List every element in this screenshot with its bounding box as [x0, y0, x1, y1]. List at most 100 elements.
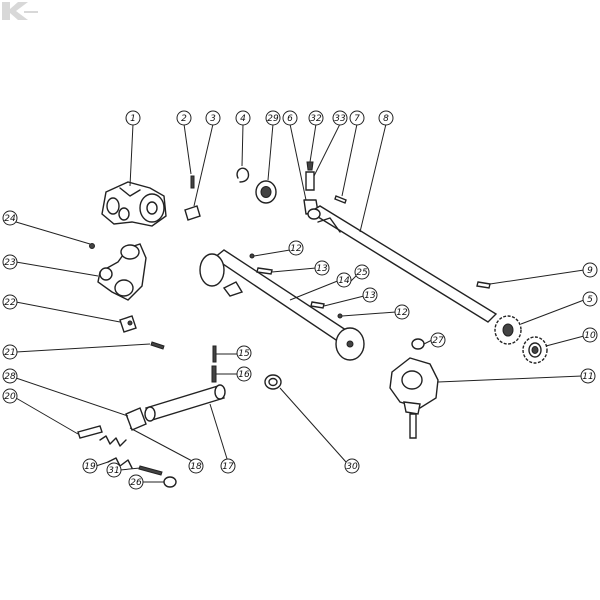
callout-18[interactable]: 18 [188, 458, 204, 474]
svg-text:12: 12 [396, 308, 408, 318]
callout-9[interactable]: 9 [582, 262, 598, 278]
svg-text:13: 13 [364, 291, 376, 301]
svg-text:9: 9 [587, 266, 593, 276]
part-2-pin [190, 175, 195, 189]
part-13-bolt-lower [310, 301, 325, 309]
part-27-cap [411, 338, 425, 350]
svg-text:10: 10 [584, 331, 596, 341]
callout-21[interactable]: 21 [2, 344, 18, 360]
part-9-key [476, 281, 491, 289]
callout-28[interactable]: 28 [2, 368, 18, 384]
callout-33[interactable]: 33 [332, 110, 348, 126]
callout-27[interactable]: 27 [430, 332, 446, 348]
svg-text:19: 19 [84, 462, 96, 472]
part-18-spring [99, 435, 127, 447]
svg-text:7: 7 [354, 114, 360, 124]
svg-text:2: 2 [181, 114, 187, 124]
part-16-spring-pin [211, 365, 217, 383]
callout-13-lower[interactable]: 13 [362, 287, 378, 303]
callout-16[interactable]: 16 [236, 366, 252, 382]
k-brand-logo-icon [2, 2, 38, 20]
part-5-gear [494, 315, 522, 345]
callout-15[interactable]: 15 [236, 345, 252, 361]
svg-text:20: 20 [4, 392, 16, 402]
part-11-gearbox [389, 357, 439, 439]
callout-7[interactable]: 7 [349, 110, 365, 126]
svg-text:13: 13 [316, 264, 328, 274]
part-20-pin [77, 425, 103, 439]
callout-2[interactable]: 2 [176, 110, 192, 126]
callout-3[interactable]: 3 [205, 110, 221, 126]
part-6-32-33-fittings [303, 161, 319, 215]
part-10-gear [522, 336, 548, 364]
callout-24-top[interactable]: 24 [2, 210, 18, 226]
part-31-pin [138, 465, 163, 476]
callout-13-upper[interactable]: 13 [314, 260, 330, 276]
svg-text:3: 3 [210, 114, 216, 124]
svg-text:1: 1 [130, 114, 136, 124]
callout-12-upper[interactable]: 12 [288, 240, 304, 256]
part-28-coupling [125, 407, 147, 431]
svg-text:21: 21 [4, 348, 15, 358]
part-24-grease-nipple [89, 243, 95, 249]
callout-11[interactable]: 11 [580, 368, 596, 384]
part-7-key [334, 195, 347, 204]
callout-32[interactable]: 32 [308, 110, 324, 126]
svg-text:29: 29 [267, 114, 279, 124]
callout-14[interactable]: 14 [336, 272, 352, 288]
svg-text:26: 26 [130, 478, 142, 488]
callout-30[interactable]: 30 [344, 458, 360, 474]
callout-31[interactable]: 31 [106, 462, 122, 478]
part-29-bearing [255, 180, 277, 204]
label-bubbles: 1 2 3 4 29 6 32 33 7 8 24 23 22 21 28 20… [2, 110, 598, 490]
svg-text:6: 6 [287, 114, 293, 124]
svg-text:31: 31 [108, 466, 119, 476]
part-21-pin [150, 341, 165, 350]
callout-23[interactable]: 23 [2, 254, 18, 270]
callout-26[interactable]: 26 [128, 474, 144, 490]
svg-text:28: 28 [4, 372, 16, 382]
part-12-nut-upper [249, 253, 255, 259]
svg-text:32: 32 [310, 114, 322, 124]
callout-5[interactable]: 5 [582, 291, 598, 307]
part-8-drive-shaft [307, 205, 498, 323]
svg-text:25: 25 [356, 268, 368, 278]
part-15-pin [212, 345, 217, 363]
callout-4[interactable]: 4 [235, 110, 251, 126]
part-26-knob [163, 476, 177, 488]
svg-text:8: 8 [383, 114, 389, 124]
svg-text:15: 15 [238, 349, 250, 359]
svg-text:18: 18 [190, 462, 202, 472]
svg-text:4: 4 [240, 114, 246, 124]
svg-text:14: 14 [338, 276, 350, 286]
part-13-bolt-upper [256, 267, 273, 275]
callout-6[interactable]: 6 [282, 110, 298, 126]
part-12-nut-lower [337, 313, 343, 319]
part-23-yoke [97, 243, 147, 301]
part-22-block [119, 315, 137, 333]
part-3-cap [184, 205, 201, 221]
part-30-washer [264, 374, 282, 390]
callout-8[interactable]: 8 [378, 110, 394, 126]
callout-20[interactable]: 20 [2, 388, 18, 404]
callout-29[interactable]: 29 [265, 110, 281, 126]
callout-12-lower[interactable]: 12 [394, 304, 410, 320]
callout-10[interactable]: 10 [582, 327, 598, 343]
svg-text:22: 22 [4, 298, 16, 308]
callout-25[interactable]: 25 [354, 264, 370, 280]
svg-text:17: 17 [222, 462, 234, 472]
svg-text:5: 5 [587, 295, 593, 305]
part-17-shaft [144, 384, 226, 422]
part-14-tube-housing [199, 249, 365, 361]
callout-22[interactable]: 22 [2, 294, 18, 310]
part-4-circlip [236, 167, 250, 183]
svg-text:27: 27 [432, 336, 444, 346]
callout-1[interactable]: 1 [125, 110, 141, 126]
svg-text:30: 30 [346, 462, 358, 472]
svg-text:11: 11 [582, 372, 593, 382]
svg-text:16: 16 [238, 370, 250, 380]
callout-19[interactable]: 19 [82, 458, 98, 474]
callout-17[interactable]: 17 [220, 458, 236, 474]
part-1-flange-yoke [101, 181, 167, 227]
